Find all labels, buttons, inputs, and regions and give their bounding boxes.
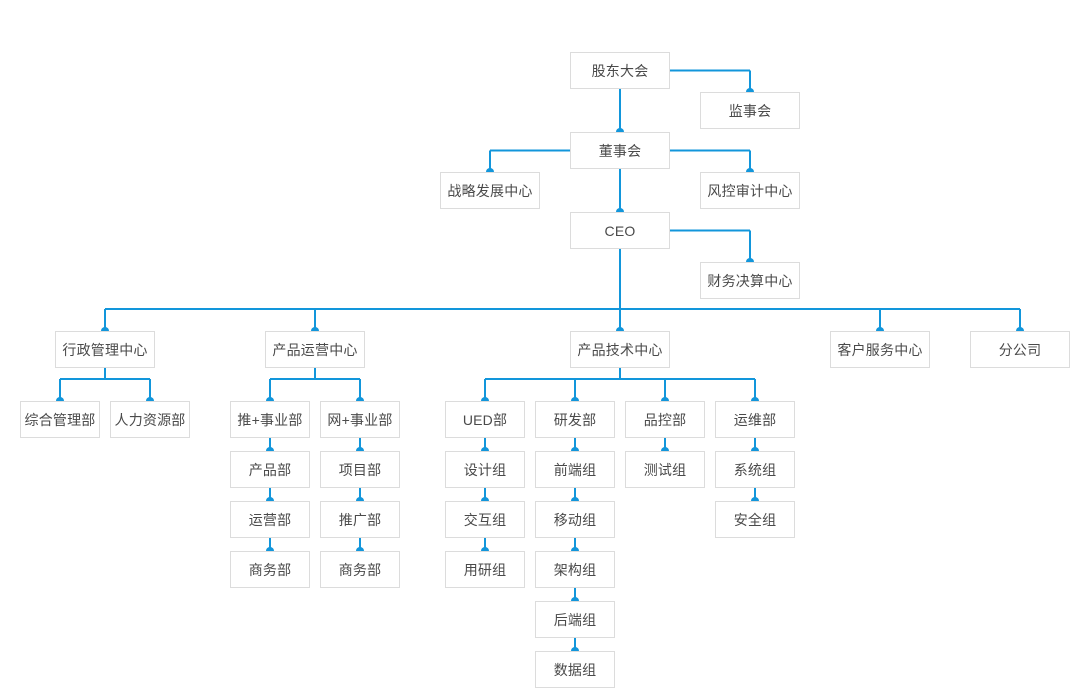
org-node-label: 推广部 [338,511,382,528]
org-node-business1[interactable]: 商务部 [230,551,310,588]
org-node-label: 战略发展中心 [447,182,533,199]
org-node-label: 设计组 [463,461,507,478]
org-node-general[interactable]: 综合管理部 [20,401,100,438]
org-node-systeam[interactable]: 系统组 [715,451,795,488]
org-node-promote[interactable]: 推广部 [320,501,400,538]
org-node-label: 品控部 [643,411,687,428]
org-node-finance[interactable]: 财务决算中心 [700,262,800,299]
org-node-label: 综合管理部 [24,411,96,428]
org-node-supervisors[interactable]: 监事会 [700,92,800,129]
org-node-label: 监事会 [728,102,772,119]
org-node-label: 股东大会 [591,62,649,79]
org-node-researchteam[interactable]: 用研组 [445,551,525,588]
org-node-wangplus[interactable]: 网+事业部 [320,401,400,438]
org-node-shareholders[interactable]: 股东大会 [570,52,670,89]
org-node-mobile[interactable]: 移动组 [535,501,615,538]
org-node-designteam[interactable]: 设计组 [445,451,525,488]
org-node-board[interactable]: 董事会 [570,132,670,169]
org-node-label: 产品技术中心 [577,341,663,358]
org-node-business2[interactable]: 商务部 [320,551,400,588]
org-node-tuiplus[interactable]: 推+事业部 [230,401,310,438]
org-node-label: 移动组 [553,511,597,528]
org-node-branch[interactable]: 分公司 [970,331,1070,368]
org-node-label: 安全组 [733,511,777,528]
org-node-frontend[interactable]: 前端组 [535,451,615,488]
org-node-qa[interactable]: 品控部 [625,401,705,438]
org-node-label: 交互组 [463,511,507,528]
org-node-label: 前端组 [553,461,597,478]
org-node-admin[interactable]: 行政管理中心 [55,331,155,368]
org-node-label: 数据组 [553,661,597,678]
org-node-label: 测试组 [643,461,687,478]
org-node-ops[interactable]: 运维部 [715,401,795,438]
org-node-label: 分公司 [998,341,1042,358]
org-node-label: 项目部 [338,461,382,478]
org-node-product[interactable]: 产品部 [230,451,310,488]
org-node-testteam[interactable]: 测试组 [625,451,705,488]
org-node-label: 财务决算中心 [707,272,793,289]
org-node-label: 董事会 [598,142,642,159]
org-node-ceo[interactable]: CEO [570,212,670,249]
org-node-label: 系统组 [733,461,777,478]
org-node-label: 推+事业部 [237,411,303,428]
org-node-customer[interactable]: 客户服务中心 [830,331,930,368]
org-node-label: 网+事业部 [327,411,393,428]
org-node-label: 运维部 [733,411,777,428]
org-node-label: 商务部 [248,561,292,578]
org-node-backend[interactable]: 后端组 [535,601,615,638]
org-node-prodtech[interactable]: 产品技术中心 [570,331,670,368]
org-node-secteam[interactable]: 安全组 [715,501,795,538]
org-node-architect[interactable]: 架构组 [535,551,615,588]
org-node-label: 人力资源部 [114,411,186,428]
org-node-label: 风控审计中心 [707,182,793,199]
org-node-strategy[interactable]: 战略发展中心 [440,172,540,209]
org-node-label: 运营部 [248,511,292,528]
org-node-label: 研发部 [553,411,597,428]
org-node-label: 架构组 [553,561,597,578]
org-node-label: 产品部 [248,461,292,478]
org-node-label: 产品运营中心 [272,341,358,358]
org-node-label: UED部 [462,411,508,428]
org-node-datateam[interactable]: 数据组 [535,651,615,688]
org-node-prodops[interactable]: 产品运营中心 [265,331,365,368]
org-node-label: 后端组 [553,611,597,628]
org-node-label: CEO [604,222,636,239]
org-node-label: 商务部 [338,561,382,578]
org-node-project[interactable]: 项目部 [320,451,400,488]
org-node-label: 客户服务中心 [837,341,923,358]
org-node-operation[interactable]: 运营部 [230,501,310,538]
org-node-label: 行政管理中心 [62,341,148,358]
org-node-interactteam[interactable]: 交互组 [445,501,525,538]
org-node-hr[interactable]: 人力资源部 [110,401,190,438]
org-node-label: 用研组 [463,561,507,578]
org-node-rnd[interactable]: 研发部 [535,401,615,438]
org-node-ued[interactable]: UED部 [445,401,525,438]
org-node-riskaudit[interactable]: 风控审计中心 [700,172,800,209]
